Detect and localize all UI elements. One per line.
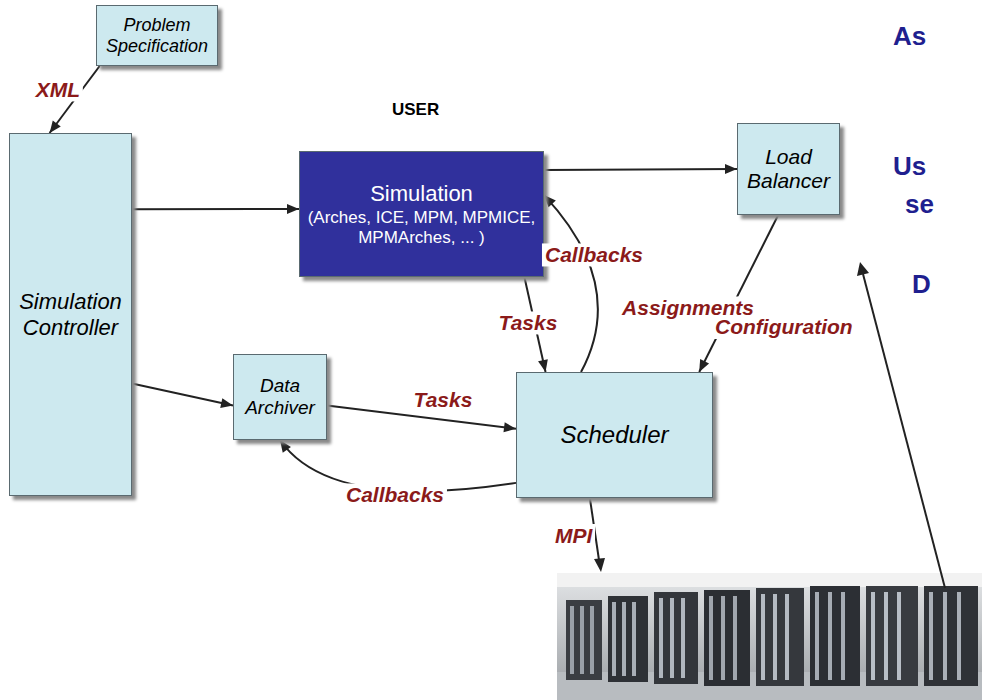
slide-text: D — [912, 270, 931, 300]
scheduler-box: Scheduler — [516, 372, 713, 498]
connector-line — [544, 195, 598, 372]
zone-label: USER — [392, 100, 439, 120]
node-title: Simulation Controller — [16, 289, 125, 340]
node-title: Problem Specification — [103, 15, 211, 56]
arrowhead — [544, 195, 556, 207]
connector — [132, 383, 233, 407]
simulation-box: Simulation(Arches, ICE, MPM, MPMICE, MPM… — [299, 151, 544, 277]
connector — [544, 164, 737, 174]
component-box: Data Archiver — [233, 354, 327, 440]
component-box: Load Balancer — [737, 123, 840, 215]
connector-line — [544, 168, 737, 171]
slide-text: As — [893, 22, 926, 52]
node-title: Data Archiver — [240, 375, 320, 419]
connector-line — [699, 215, 778, 372]
slide-text: Us — [893, 152, 926, 182]
arrowhead — [699, 359, 709, 372]
node-title: Simulation — [370, 181, 473, 206]
link-label: MPI — [552, 524, 595, 548]
connector-label: Tasks — [496, 311, 561, 334]
arrowhead — [503, 422, 516, 432]
supercomputer-photo — [557, 573, 982, 700]
connector — [132, 204, 299, 214]
configuration-arrow — [857, 262, 945, 588]
link-label: Configuration — [712, 315, 856, 339]
connector — [699, 215, 778, 372]
slide-text: se — [905, 190, 934, 220]
node-title: Scheduler — [560, 421, 668, 449]
connector-label: Tasks — [411, 388, 476, 411]
connector-line — [132, 383, 233, 405]
arrowhead — [220, 398, 233, 408]
arrowhead — [725, 164, 737, 174]
arrowhead — [280, 440, 291, 453]
arrowhead — [538, 359, 548, 372]
arrowhead — [287, 204, 299, 214]
node-title: Load Balancer — [744, 145, 833, 193]
connector-label: Callbacks — [542, 243, 646, 266]
connector-line — [132, 208, 299, 210]
connector — [544, 195, 598, 372]
node-detail: (Arches, ICE, MPM, MPMICE, MPMArches, ..… — [306, 208, 537, 247]
controller-box: Simulation Controller — [9, 133, 132, 496]
input-box: Problem Specification — [96, 5, 218, 66]
connector-label: Callbacks — [343, 483, 447, 506]
arrowhead — [50, 120, 61, 133]
connector-label: XML — [33, 78, 83, 101]
